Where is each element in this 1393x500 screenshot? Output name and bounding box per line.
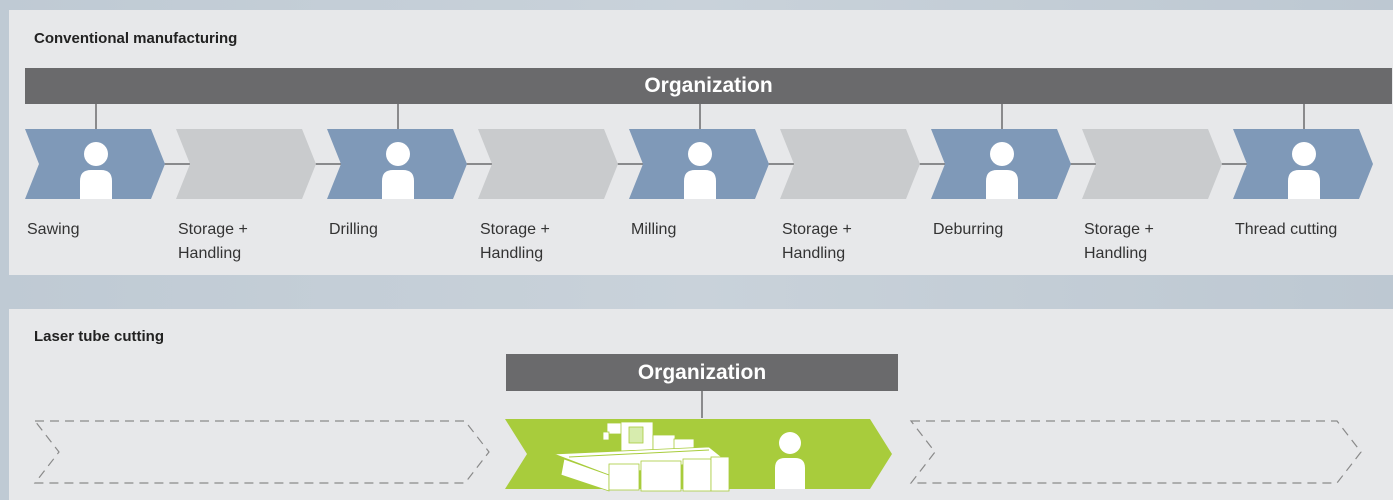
step-label: Storage + Handling (480, 221, 550, 262)
organization-bar: Organization (25, 68, 1392, 104)
storage-step-chevron-7 (1082, 129, 1222, 199)
person-icon (382, 142, 414, 199)
section-title-laser: Laser tube cutting (34, 328, 165, 345)
organization-bar-laser: Organization (506, 354, 898, 391)
step-label: Storage + Handling (178, 221, 248, 262)
step-label: Drilling (329, 221, 378, 238)
step-label: Deburring (933, 221, 1004, 238)
step-label: Milling (631, 221, 677, 238)
person-icon (986, 142, 1018, 199)
laser-tube-cutting-panel: Laser tube cutting Organization (9, 309, 1393, 500)
step-label: Storage + Handling (1084, 221, 1154, 262)
storage-step-chevron-1 (176, 129, 316, 199)
person-icon (1288, 142, 1320, 199)
chain-connectors (95, 104, 1305, 165)
person-icon (684, 142, 716, 199)
conventional-manufacturing-panel: Conventional manufacturing Organization … (9, 10, 1393, 275)
storage-step-chevron-5 (780, 129, 920, 199)
eliminated-step-left (33, 420, 490, 484)
step-label: Sawing (27, 221, 80, 238)
eliminated-step-right (909, 420, 1362, 484)
organization-label-laser: Organization (637, 360, 767, 384)
storage-step-chevron-3 (478, 129, 618, 199)
person-icon (80, 142, 112, 199)
chain-shapes (25, 129, 1373, 199)
laser-tube-cutting-machine-icon (553, 421, 730, 492)
laser-chain-diagram (33, 391, 1362, 492)
organization-label: Organization (644, 74, 773, 97)
process-chain-diagram (25, 104, 1373, 199)
step-label: Storage + Handling (782, 221, 852, 262)
section-title-conventional: Conventional manufacturing (34, 30, 238, 47)
step-label: Thread cutting (1235, 221, 1338, 238)
person-icon-laser (775, 432, 805, 489)
